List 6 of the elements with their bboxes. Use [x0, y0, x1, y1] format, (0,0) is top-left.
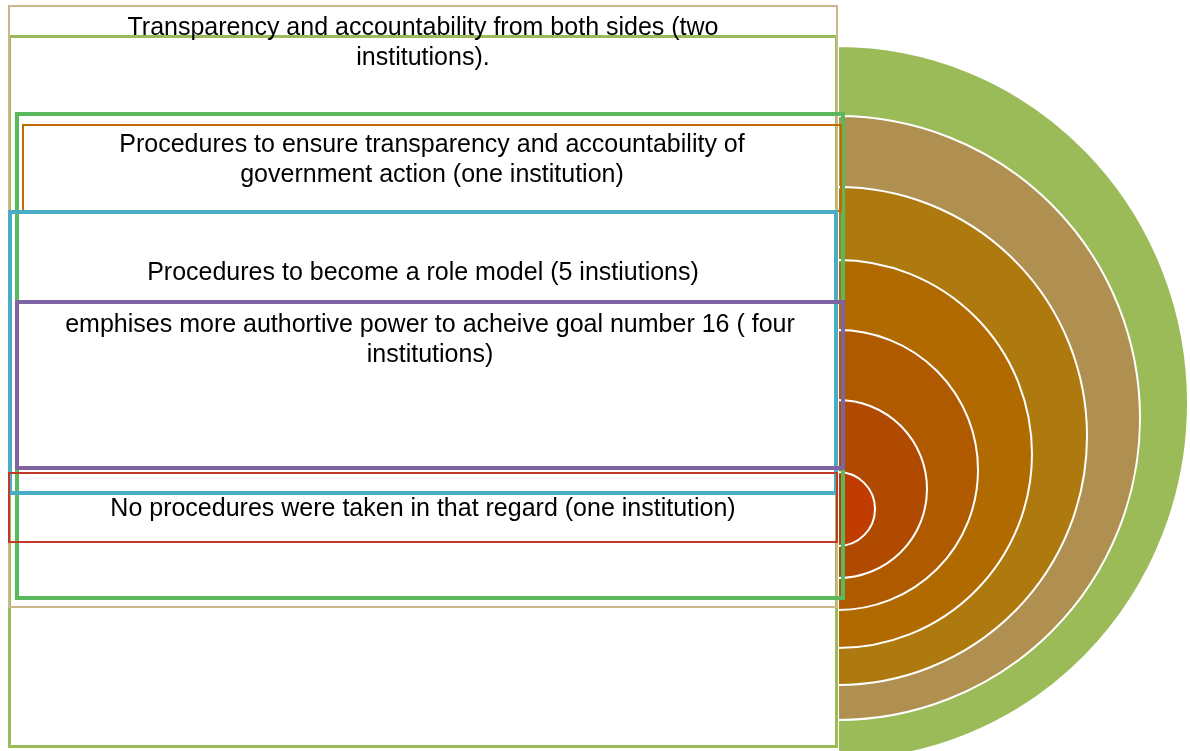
box-label: emphises more authortive power to acheive goal number 16 ( four institutions) — [64, 308, 796, 368]
outlined-box — [22, 124, 842, 212]
box-label: No procedures were taken in that regard (one institution) — [109, 492, 737, 522]
box-label: Transparency and accountability from both sides (two institutions). — [126, 11, 720, 71]
box-label: Procedures to become a role model (5 instiutions) — [146, 256, 700, 286]
box-label: Procedures to ensure transparency and accountability of government action (one institution) — [118, 128, 746, 188]
